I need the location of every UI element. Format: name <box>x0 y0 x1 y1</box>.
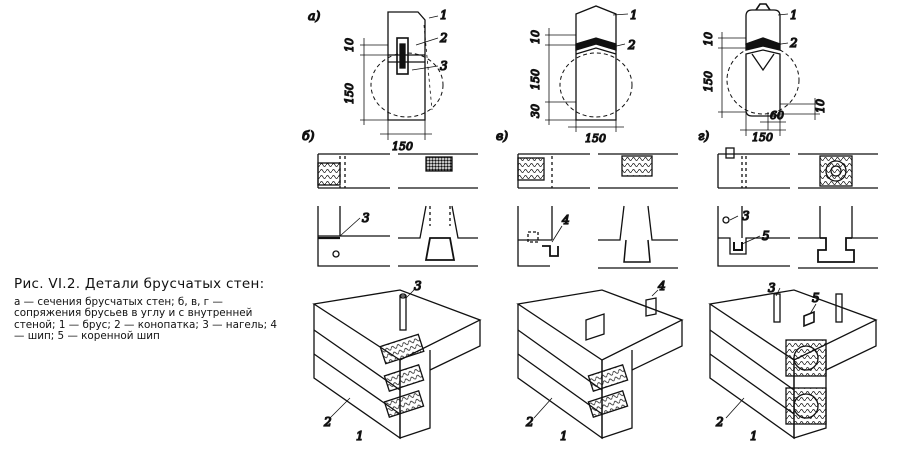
dim-10-a: 10 <box>343 38 356 52</box>
label-2-iso-v: 2 <box>525 415 534 429</box>
joint-g-plan <box>717 147 878 189</box>
label-2-iso-b: 2 <box>323 415 332 429</box>
joint-b-side: 3 <box>317 205 478 267</box>
label-3-iso-g: 3 <box>768 281 776 295</box>
joint-b-plan <box>317 153 478 189</box>
dim-150-a-horiz: 150 <box>392 140 413 153</box>
section-2: 10 150 30 150 1 2 <box>528 5 638 146</box>
dim-60-c: 60 <box>770 109 784 122</box>
panel-label-v: в) <box>496 128 508 143</box>
joint-g-side: 3 5 <box>717 206 878 269</box>
panel-label-a: а) <box>308 8 320 23</box>
label-5-g: 5 <box>762 229 770 243</box>
label-1-iso-g: 1 <box>750 429 758 443</box>
label-2-a: 2 <box>439 31 448 45</box>
caption-title: Рис. VI.2. Детали брусчатых стен: <box>14 276 265 292</box>
dim-10-c-right: 10 <box>814 99 827 113</box>
label-1-c: 1 <box>790 8 798 22</box>
label-3-g: 3 <box>742 209 750 223</box>
label-3-b: 3 <box>362 211 370 225</box>
joint-v-side: 4 <box>517 205 678 269</box>
label-2-iso-g: 2 <box>715 415 724 429</box>
dim-150-a-vert: 150 <box>343 83 356 104</box>
label-1-a: 1 <box>440 8 448 22</box>
caption-legend: а — сечения брусчатых стен; б, в, г — со… <box>14 296 277 343</box>
label-4-b: 4 <box>561 213 570 227</box>
panel-label-b: б) <box>302 128 315 143</box>
figure-caption: Рис. VI.2. Детали брусчатых стен: а — се… <box>14 276 282 343</box>
technical-drawing: а) 10 150 150 1 2 3 <box>301 3 878 444</box>
joint-v-plan <box>517 153 678 189</box>
label-1-iso-b: 1 <box>356 429 364 443</box>
dim-150-b-horiz: 150 <box>585 132 606 145</box>
section-3: 10 150 10 60 150 1 2 <box>701 3 828 145</box>
dim-10-c: 10 <box>702 32 715 46</box>
label-1-iso-v: 1 <box>560 429 568 443</box>
dim-150-b-vert: 150 <box>529 69 542 90</box>
label-2-b: 2 <box>627 38 636 52</box>
label-2-c: 2 <box>789 36 798 50</box>
corner-g-iso: 3 5 2 1 <box>708 280 878 444</box>
label-1-b: 1 <box>630 8 638 22</box>
section-1: 10 150 150 1 2 3 <box>342 7 448 153</box>
label-5-iso-g: 5 <box>812 291 820 305</box>
dim-10-b: 10 <box>529 30 542 44</box>
dim-30-b: 30 <box>529 104 542 118</box>
dim-150-c-horiz: 150 <box>752 131 773 144</box>
panel-label-g: г) <box>698 128 709 143</box>
corner-v-iso: 4 2 1 <box>516 278 684 444</box>
dim-150-c-vert: 150 <box>702 71 715 92</box>
corner-b-iso: 3 2 1 <box>312 278 482 444</box>
label-3-a: 3 <box>440 59 448 73</box>
label-3-iso-b: 3 <box>414 279 422 293</box>
label-4-iso-v: 4 <box>657 279 666 293</box>
